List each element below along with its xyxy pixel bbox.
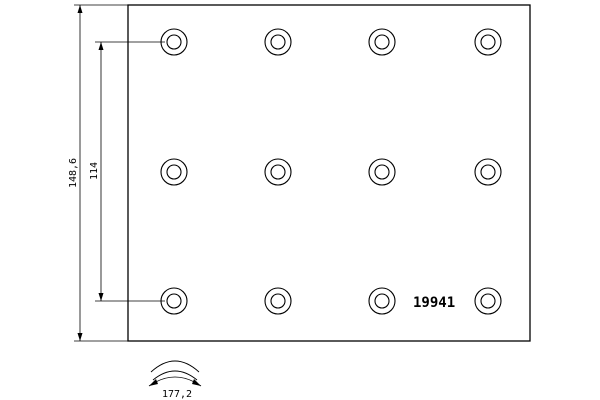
arc-width-dimension: 177,2: [148, 360, 202, 400]
hole-inner-ring: [166, 34, 182, 50]
hole-inner-ring: [270, 164, 286, 180]
hole-inner-ring: [480, 34, 496, 50]
hole-outer-ring: [160, 287, 188, 315]
hole-spacing-dimension: 114: [89, 41, 165, 302]
hole-inner-ring: [480, 293, 496, 309]
hole-outer-ring: [160, 28, 188, 56]
mounting-hole: [160, 28, 188, 56]
arc-inner: [152, 370, 198, 381]
mounting-hole: [368, 28, 396, 56]
mounting-hole: [160, 158, 188, 186]
arc-width-label: 177,2: [162, 389, 192, 400]
hole-outer-ring: [368, 28, 396, 56]
hole-outer-ring: [474, 287, 502, 315]
mounting-hole: [474, 158, 502, 186]
mounting-hole: [264, 287, 292, 315]
hole-inner-ring: [374, 34, 390, 50]
hole-outer-ring: [264, 287, 292, 315]
hole-inner-ring: [374, 164, 390, 180]
mounting-holes: [160, 28, 502, 315]
mounting-hole: [474, 28, 502, 56]
hole-inner-ring: [374, 293, 390, 309]
mounting-hole: [474, 287, 502, 315]
hole-inner-ring: [270, 34, 286, 50]
hole-outer-ring: [160, 158, 188, 186]
mounting-hole: [264, 28, 292, 56]
hole-outer-ring: [264, 28, 292, 56]
hole-outer-ring: [264, 158, 292, 186]
mounting-hole: [368, 158, 396, 186]
mounting-hole: [264, 158, 292, 186]
overall-height-dimension: 148,6: [68, 4, 128, 342]
hole-outer-ring: [474, 158, 502, 186]
hole-spacing-label: 114: [89, 162, 100, 180]
hole-inner-ring: [270, 293, 286, 309]
hole-outer-ring: [474, 28, 502, 56]
hole-outer-ring: [368, 287, 396, 315]
part-number: 19941: [413, 295, 455, 311]
mounting-hole: [160, 287, 188, 315]
mounting-hole: [368, 287, 396, 315]
hole-inner-ring: [166, 164, 182, 180]
overall-height-label: 148,6: [68, 158, 79, 188]
arc-outer: [150, 360, 200, 373]
hole-inner-ring: [166, 293, 182, 309]
hole-outer-ring: [368, 158, 396, 186]
lining-plate: [127, 4, 531, 342]
hole-inner-ring: [480, 164, 496, 180]
